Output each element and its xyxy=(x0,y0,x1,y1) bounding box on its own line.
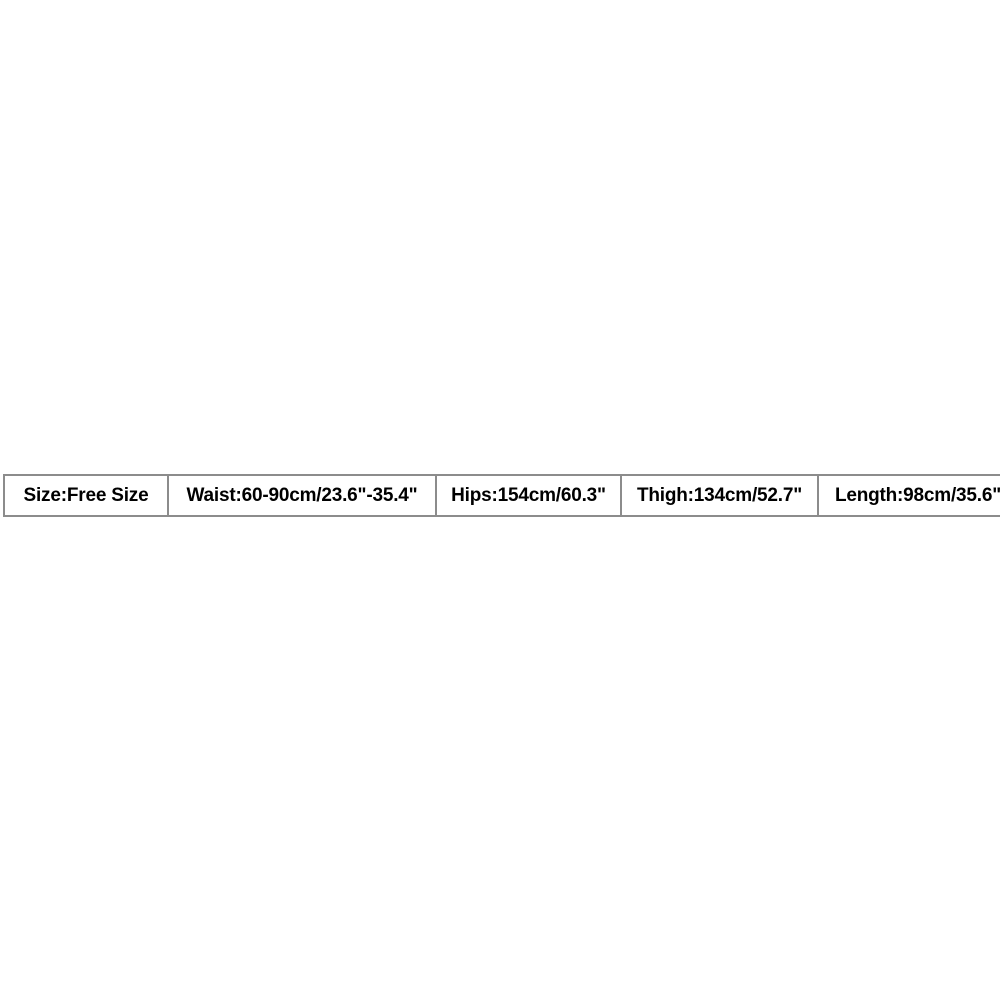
size-cell-hips: Hips:154cm/60.3" xyxy=(435,474,622,517)
size-chart-row: Size:Free Size Waist:60-90cm/23.6"-35.4"… xyxy=(3,474,1000,517)
size-cell-thigh: Thigh:134cm/52.7" xyxy=(620,474,819,517)
size-chart-table: Size:Free Size Waist:60-90cm/23.6"-35.4"… xyxy=(3,474,1000,517)
size-cell-length: Length:98cm/35.6" xyxy=(817,474,1000,517)
size-chart-table-container: Size:Free Size Waist:60-90cm/23.6"-35.4"… xyxy=(3,474,1000,517)
size-cell-waist: Waist:60-90cm/23.6"-35.4" xyxy=(167,474,437,517)
size-cell-free-size: Size:Free Size xyxy=(3,474,169,517)
